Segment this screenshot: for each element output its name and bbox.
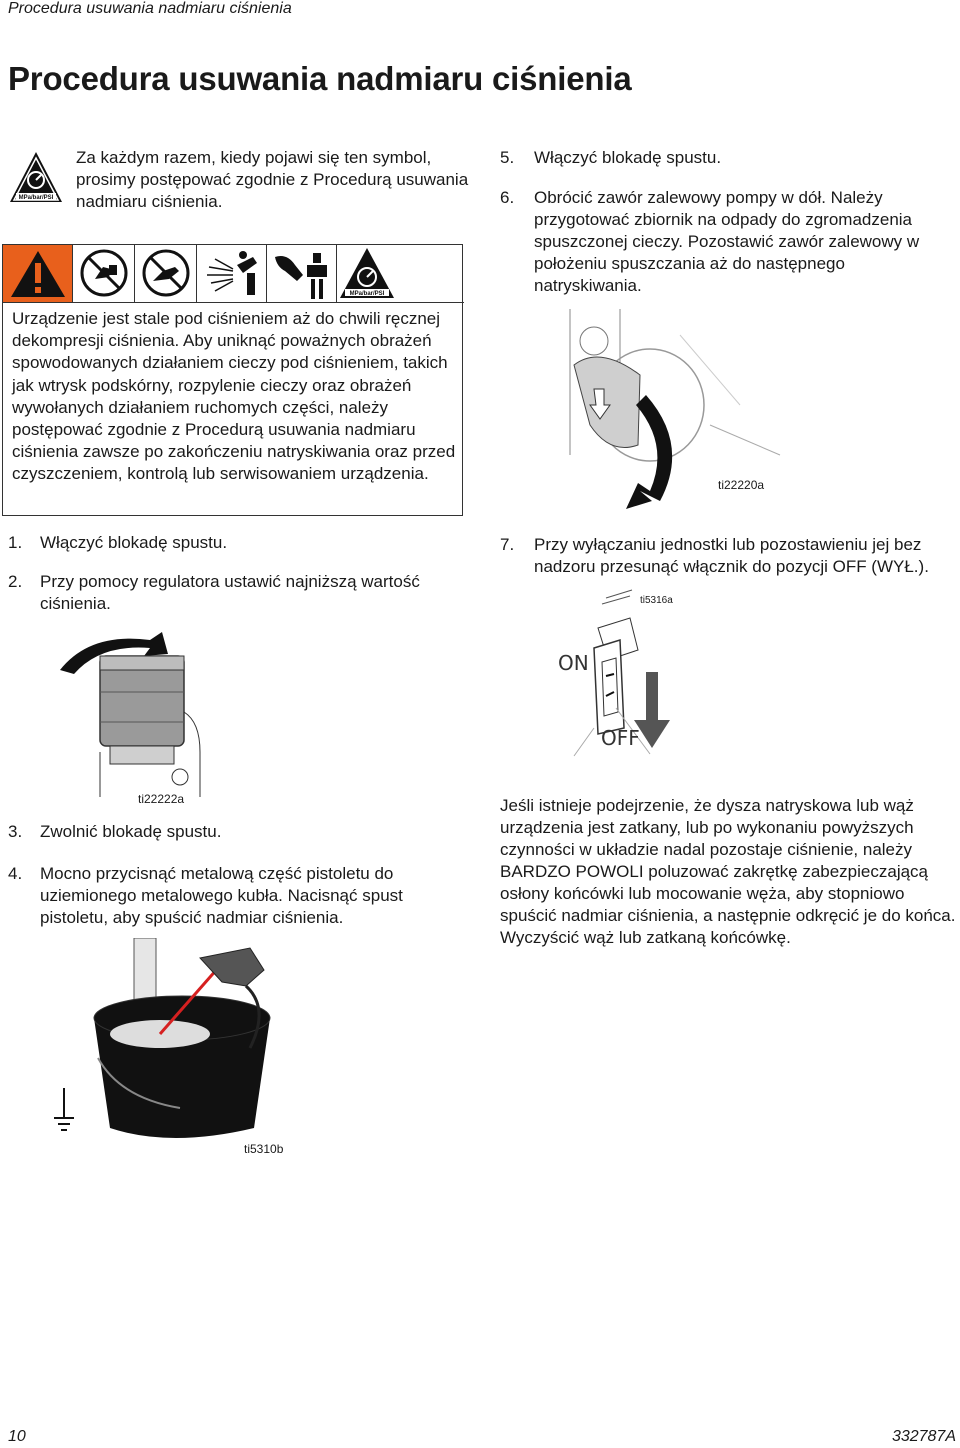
injection-hazard-icon xyxy=(197,245,267,302)
warning-text-lead: Urządzenie jest stale pod ciśnieniem aż … xyxy=(12,309,441,351)
page-title: Procedura usuwania nadmiaru ciśnienia xyxy=(8,60,632,97)
intro-text: Za każdym razem, kiedy pojawi się ten sy… xyxy=(76,148,469,211)
power-switch-figure xyxy=(554,588,714,758)
no-hand-icon xyxy=(73,245,135,302)
no-spray-icon xyxy=(135,245,197,302)
warning-text-body: Aby uniknąć poważnych obrażeń spowodowan… xyxy=(12,331,456,484)
warning-box: MPa/bar/PSI Urządzenie jest stale pod ci… xyxy=(2,244,464,516)
prime-valve-figure xyxy=(560,305,790,515)
page-number: 10 xyxy=(8,1428,26,1445)
clog-note: Jeśli istnieje podejrzenie, że dysza nat… xyxy=(500,796,956,947)
warning-icon-row: MPa/bar/PSI xyxy=(3,245,464,303)
switch-off-label: OFF xyxy=(601,726,640,750)
running-header: Procedura usuwania nadmiaru ciśnienia xyxy=(8,0,292,17)
doc-number: 332787A xyxy=(891,1428,956,1445)
figure-label-gun-bucket: ti5310b xyxy=(244,1142,284,1156)
warning-triangle-icon xyxy=(3,245,73,302)
warning-text: Urządzenie jest stale pod ciśnieniem aż … xyxy=(12,308,457,486)
gun-bucket-figure xyxy=(50,938,290,1138)
svg-text:MPa/bar/PSI: MPa/bar/PSI xyxy=(19,195,54,201)
switch-on-label: ON xyxy=(558,651,589,675)
figure-label-prime-valve: ti22220a xyxy=(718,478,765,492)
figure-label-switch: ti5316a xyxy=(640,595,673,606)
regulator-figure xyxy=(40,622,240,797)
pressure-relief-icon: MPa/bar/PSI xyxy=(337,245,464,302)
svg-text:MPa/bar/PSI: MPa/bar/PSI xyxy=(350,291,385,297)
figure-label-regulator: ti22222a xyxy=(138,792,185,806)
pressure-relief-symbol-icon: MPa/bar/PSI xyxy=(8,150,64,206)
moving-parts-icon xyxy=(267,245,337,302)
